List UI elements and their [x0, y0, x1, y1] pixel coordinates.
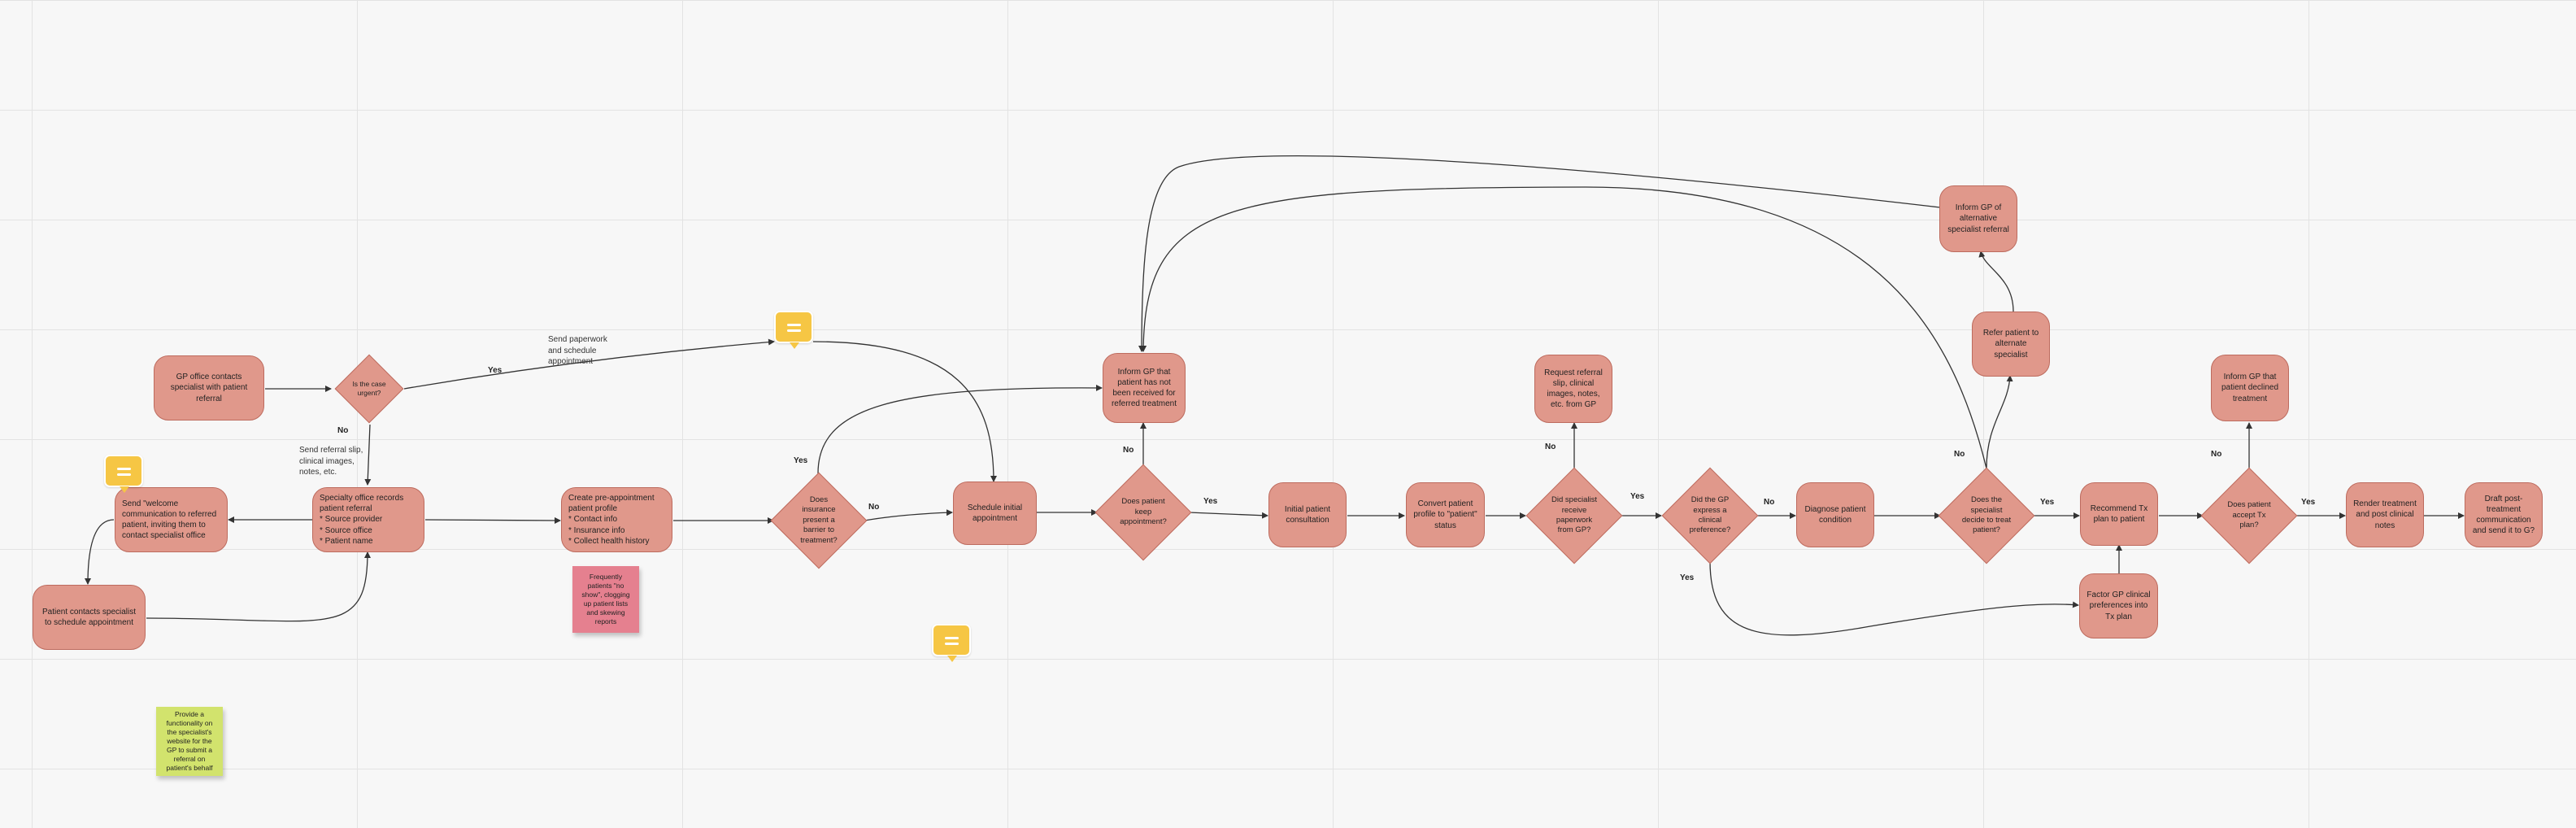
comment-icon[interactable] — [932, 624, 971, 662]
sticky-note-no-show[interactable]: Frequently patients "no show", clogging … — [572, 566, 639, 633]
edge-label-no: No — [868, 503, 880, 512]
edge-label-no: No — [2211, 450, 2222, 459]
decision-keep-appointment[interactable]: Does patient keep appointment? — [1093, 462, 1194, 563]
decision-gp-preference[interactable]: Did the GP express a clinical preference… — [1660, 465, 1760, 566]
edge-treat-no-to-refer — [1986, 375, 2013, 469]
node-gp-contacts-specialist[interactable]: GP office contacts specialist with patie… — [154, 355, 264, 421]
edge-records-to-profile — [424, 516, 561, 524]
edge-treat-to-inform-notreceived — [1140, 186, 1987, 469]
node-inform-gp-declined[interactable]: Inform GP that patient declined treatmen… — [2211, 355, 2289, 421]
annotation-send-paperwork: Send paperwork and schedule appointment — [548, 335, 607, 366]
sticky-note-functionality[interactable]: Provide a functionality on the specialis… — [156, 707, 223, 776]
edge-preference-yes-to-factor — [1709, 560, 2079, 636]
node-schedule-initial-appointment[interactable]: Schedule initial appointment — [953, 482, 1037, 545]
edge-label-no: No — [1545, 442, 1556, 451]
node-recommend-tx-plan[interactable]: Recommend Tx plan to patient — [2080, 482, 2158, 546]
edge-label-yes: Yes — [488, 366, 503, 375]
node-refer-alternate-specialist[interactable]: Refer patient to alternate specialist — [1972, 312, 2050, 377]
decision-specialist-treat[interactable]: Does the specialist decide to treat pati… — [1936, 465, 2037, 566]
edge-label-no: No — [1764, 498, 1775, 507]
decision-receive-paperwork[interactable]: Did specialist receive paperwork from GP… — [1524, 465, 1625, 566]
node-initial-consultation[interactable]: Initial patient consultation — [1268, 482, 1347, 547]
node-draft-communication[interactable]: Draft post-treatment communication and s… — [2465, 482, 2543, 547]
edge-urgent-yes-to-comment — [403, 338, 775, 390]
decision-accept-tx-plan[interactable]: Does patient accept Tx plan? — [2199, 465, 2300, 566]
node-create-patient-profile[interactable]: Create pre-appointment patient profile *… — [561, 487, 672, 552]
node-render-treatment[interactable]: Render treatment and post clinical notes — [2346, 482, 2424, 547]
edge-insurance-yes-to-inform — [817, 384, 1103, 474]
edge-keep-yes-to-consult — [1188, 512, 1268, 519]
edge-label-yes: Yes — [2040, 498, 2055, 507]
node-convert-profile[interactable]: Convert patient profile to "patient" sta… — [1406, 482, 1485, 547]
node-diagnose-condition[interactable]: Diagnose patient condition — [1796, 482, 1874, 547]
node-patient-contacts-specialist[interactable]: Patient contacts specialist to schedule … — [33, 585, 146, 650]
edge-label-yes: Yes — [2301, 498, 2316, 507]
edge-patient-to-records — [146, 551, 371, 622]
node-factor-gp-preferences[interactable]: Factor GP clinical preferences into Tx p… — [2079, 573, 2158, 638]
edge-label-yes: Yes — [1680, 573, 1695, 582]
edge-insurance-no-to-schedule — [864, 509, 953, 521]
decision-insurance-barrier[interactable]: Does insurance present a barrier to trea… — [768, 470, 869, 571]
annotation-send-referral-slip: Send referral slip, clinical images, not… — [299, 446, 363, 477]
node-inform-gp-alternative[interactable]: Inform GP of alternative specialist refe… — [1939, 185, 2017, 252]
node-inform-gp-not-received[interactable]: Inform GP that patient has not been rece… — [1103, 353, 1186, 423]
edge-refer-to-inform-alt — [1978, 251, 2014, 312]
decision-is-case-urgent[interactable]: Is the case urgent? — [333, 353, 405, 425]
edge-inform-alt-to-inform-notreceived — [1138, 155, 1941, 352]
comment-icon[interactable] — [104, 455, 143, 493]
edge-label-no: No — [337, 426, 349, 435]
edge-comment-to-schedule — [812, 341, 997, 482]
edge-welcome-to-patient — [85, 519, 115, 585]
node-send-welcome[interactable]: Send "welcome communication to referred … — [115, 487, 228, 552]
node-request-referral-slip[interactable]: Request referral slip, clinical images, … — [1534, 355, 1612, 423]
edge-label-yes: Yes — [794, 456, 808, 465]
edge-label-no: No — [1954, 450, 1965, 459]
comment-icon[interactable] — [774, 311, 813, 349]
edge-urgent-no-to-records — [364, 424, 372, 486]
edge-label-yes: Yes — [1630, 492, 1645, 501]
edge-label-yes: Yes — [1203, 497, 1218, 506]
edge-label-no: No — [1123, 446, 1134, 455]
node-specialty-records-referral[interactable]: Specialty office records patient referra… — [312, 487, 424, 552]
